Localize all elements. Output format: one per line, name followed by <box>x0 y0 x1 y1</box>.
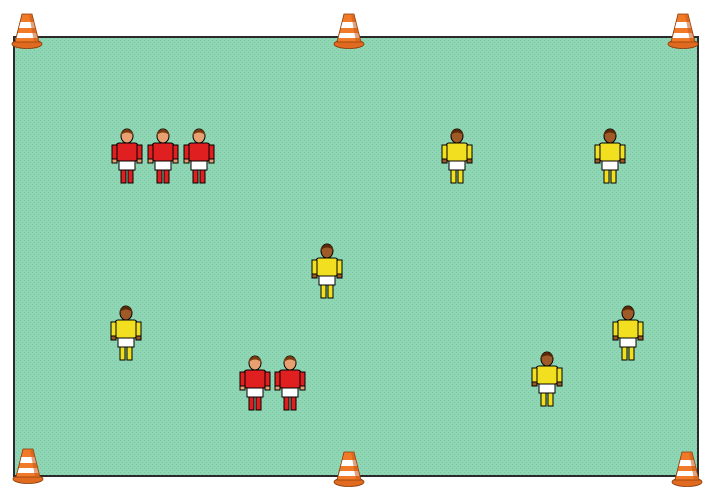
cone-top-center <box>334 14 364 49</box>
cone-top-left <box>12 14 42 49</box>
pitch-area <box>14 37 698 476</box>
cone-top-right <box>668 14 698 49</box>
